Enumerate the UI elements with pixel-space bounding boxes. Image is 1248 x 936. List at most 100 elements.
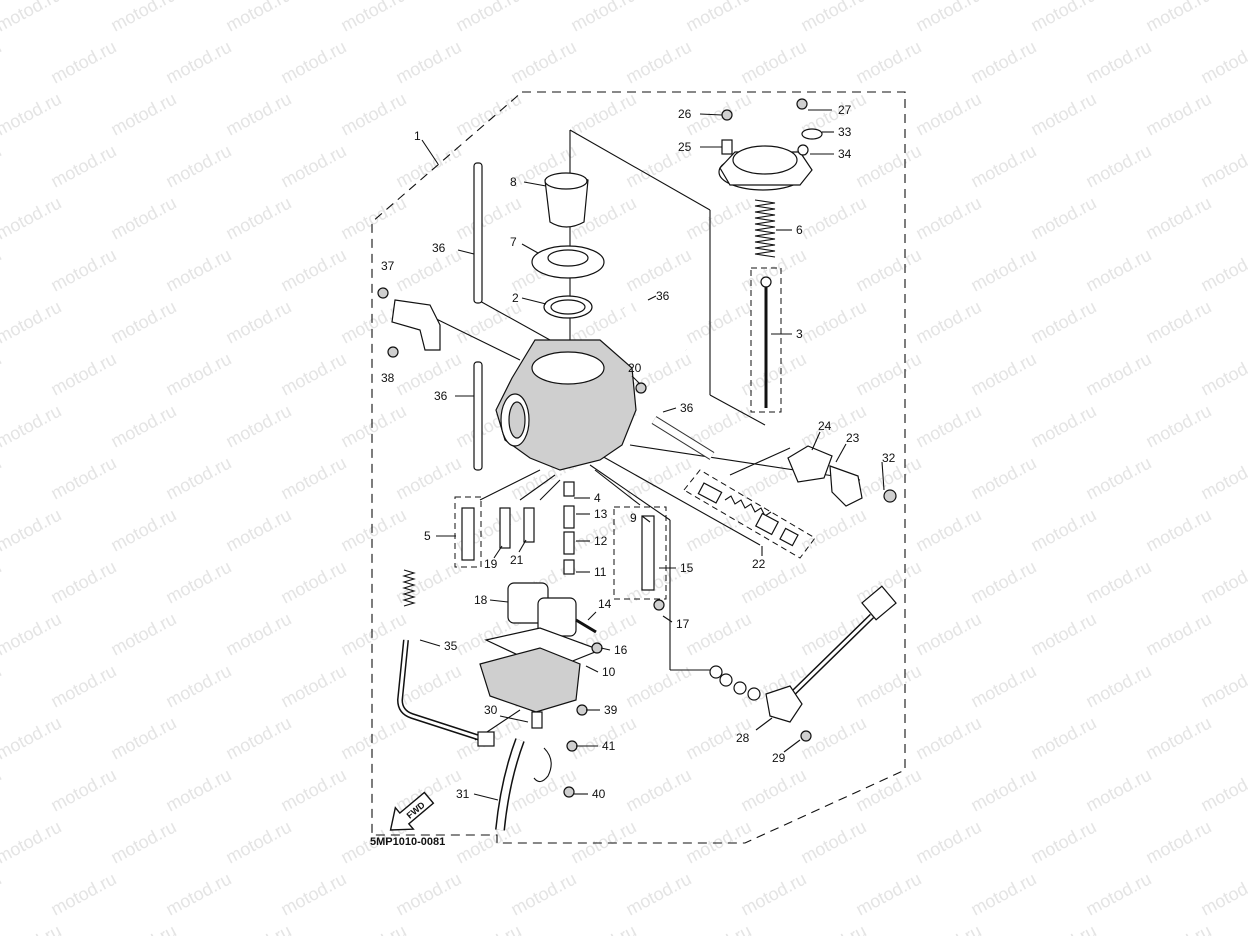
- jet-11: [563, 559, 575, 575]
- callout-35: 35: [444, 639, 458, 653]
- callout-18: 18: [474, 593, 488, 607]
- jet-21: [523, 507, 535, 543]
- rod-36-mid: [473, 361, 483, 471]
- screw-38: [387, 346, 399, 358]
- callout-33: 33: [838, 125, 852, 139]
- callout-9: 9: [630, 511, 637, 525]
- callout-31: 31: [456, 787, 470, 801]
- sensor-connector: [861, 585, 897, 621]
- cable-35-end: [477, 731, 495, 747]
- screw-32: [883, 489, 897, 503]
- screw-5: [461, 507, 475, 561]
- callout-12: 12: [594, 534, 608, 548]
- callout-23: 23: [846, 431, 860, 445]
- washer-34: [797, 144, 809, 156]
- screw-29: [800, 730, 812, 742]
- callout-36-c: 36: [656, 289, 670, 303]
- clip-wire: [533, 747, 552, 783]
- callout-21: 21: [510, 553, 524, 567]
- jet-12: [563, 531, 575, 555]
- alignment-lines: [417, 129, 861, 741]
- callout-34: 34: [838, 147, 852, 161]
- screw-41: [566, 740, 578, 752]
- diaphragm-7-inner: [547, 249, 589, 267]
- screw-37: [377, 287, 389, 299]
- callout-4: 4: [594, 491, 601, 505]
- pilot-15: [641, 515, 655, 591]
- callout-36-d: 36: [680, 401, 694, 415]
- carb-throat: [531, 351, 605, 385]
- screw-40: [563, 786, 575, 798]
- callout-5: 5: [424, 529, 431, 543]
- screw-27: [796, 98, 808, 110]
- plate-24: [787, 445, 833, 483]
- sensor-body-28: [765, 685, 803, 723]
- drain-30: [531, 711, 543, 729]
- needle-3-clip: [760, 276, 772, 288]
- screw-39: [576, 704, 588, 716]
- assembly-outline: [371, 91, 906, 844]
- collar-25: [721, 139, 733, 155]
- cable-35-inner: [398, 639, 481, 740]
- jet-4: [563, 481, 575, 497]
- screw-26: [721, 109, 733, 121]
- callout-19: 19: [484, 557, 498, 571]
- ring-2-inner: [550, 299, 586, 315]
- sensor-cable-28-inner: [784, 614, 874, 702]
- callout-3: 3: [796, 327, 803, 341]
- jet-13: [563, 505, 575, 529]
- callout-41: 41: [602, 739, 616, 753]
- carb-inlet-inner: [508, 401, 526, 439]
- screw-16: [591, 642, 603, 654]
- callout-29: 29: [772, 751, 786, 765]
- group-3-outline: [750, 267, 782, 413]
- bracket: [391, 299, 441, 351]
- callout-28: 28: [736, 731, 750, 745]
- float-bowl: [479, 647, 581, 713]
- callout-27: 27: [838, 103, 852, 117]
- callout-leaders: [419, 109, 885, 801]
- callout-37: 37: [381, 259, 395, 273]
- diagram-code: 5MP1010-0081: [370, 836, 445, 848]
- callouts: 1 8 7 2 36 37 38 36 36 20 36 26 25 27 33…: [381, 103, 896, 801]
- callout-25: 25: [678, 140, 692, 154]
- tube-31-inner: [496, 738, 524, 831]
- slide-8-top: [544, 172, 588, 190]
- washer-28c: [733, 681, 747, 695]
- fwd-arrow: FWD: [389, 791, 435, 831]
- spring-6: [754, 199, 776, 258]
- washer-28b: [719, 673, 733, 687]
- callout-32: 32: [882, 451, 896, 465]
- callout-39: 39: [604, 703, 618, 717]
- screw-17: [653, 599, 665, 611]
- callout-17: 17: [676, 617, 690, 631]
- callout-30: 30: [484, 703, 498, 717]
- group-15-outline: [613, 506, 667, 600]
- callout-36-a: 36: [432, 241, 446, 255]
- washer-28d: [747, 687, 761, 701]
- callout-7: 7: [510, 235, 517, 249]
- plunger-22: [697, 482, 723, 504]
- lever-23: [829, 465, 863, 507]
- spring-35: [402, 569, 416, 607]
- callout-8: 8: [510, 175, 517, 189]
- clip-33: [801, 128, 823, 140]
- washer-28a: [709, 665, 723, 679]
- top-cover-dome: [732, 145, 798, 175]
- callout-40: 40: [592, 787, 606, 801]
- callout-15: 15: [680, 561, 694, 575]
- jet-19: [499, 507, 511, 549]
- callout-11: 11: [594, 565, 607, 579]
- rod-36-lower-inner: [652, 417, 714, 459]
- callout-20: 20: [628, 361, 642, 375]
- callout-13: 13: [594, 507, 608, 521]
- rod-36-top: [473, 162, 483, 304]
- callout-6: 6: [796, 223, 803, 237]
- callout-22: 22: [752, 557, 766, 571]
- spring-22: [724, 495, 772, 517]
- nut-22: [754, 512, 780, 536]
- callout-38: 38: [381, 371, 395, 385]
- callout-10: 10: [602, 665, 616, 679]
- callout-26: 26: [678, 107, 692, 121]
